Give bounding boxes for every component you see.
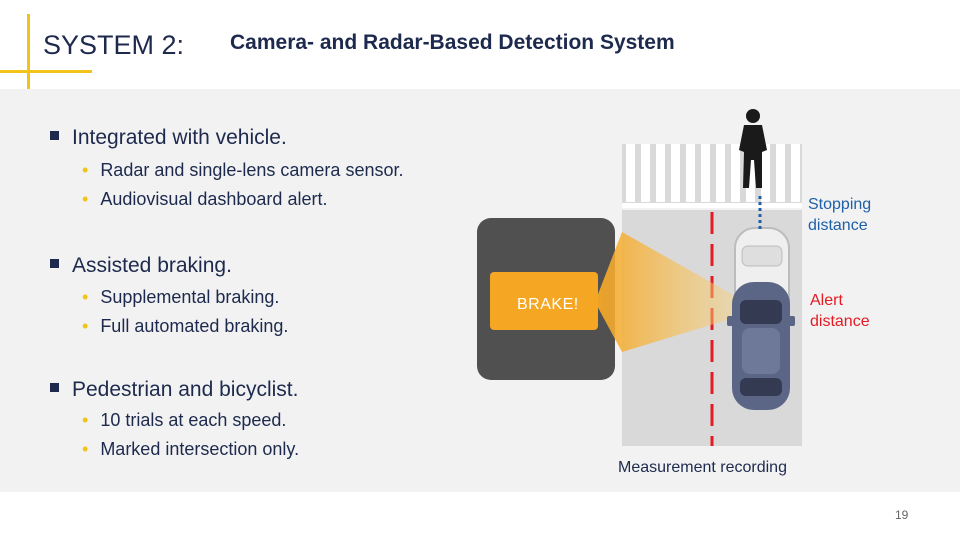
bullet-pedestrian-and-bicyclist: Pedestrian and bicyclist.: [50, 378, 298, 402]
label-line: distance: [808, 217, 868, 234]
square-bullet-icon: [50, 131, 59, 140]
sub-bullet-text: Full automated braking.: [100, 316, 289, 336]
measurement-recording-label: Measurement recording: [618, 459, 787, 476]
sub-bullet-text: Radar and single-lens camera sensor.: [100, 160, 404, 180]
sub-bullet-text: Supplemental braking.: [100, 287, 280, 307]
dot-bullet-icon: •: [82, 287, 89, 307]
page-number: 19: [895, 508, 909, 522]
bullet-text: Assisted braking.: [72, 254, 232, 277]
stopping-distance-label: Stopping distance: [808, 194, 871, 236]
vehicle-icon: [727, 282, 795, 410]
sub-bullet: • Radar and single-lens camera sensor.: [82, 160, 403, 181]
sub-bullet: • Audiovisual dashboard alert.: [82, 189, 327, 210]
sub-bullet-text: 10 trials at each speed.: [100, 410, 287, 430]
dot-bullet-icon: •: [82, 410, 89, 430]
label-line: Alert: [810, 292, 843, 309]
brake-alert-text: BRAKE!: [517, 296, 579, 313]
slide-title: SYSTEM 2:: [43, 30, 185, 60]
bullet-integrated-with-vehicle: Integrated with vehicle.: [50, 126, 287, 150]
sub-bullet: • Supplemental braking.: [82, 287, 279, 308]
brake-alert-box: [490, 272, 598, 330]
bullet-text: Pedestrian and bicyclist.: [72, 378, 299, 401]
bullet-text: Integrated with vehicle.: [72, 126, 287, 149]
label-line: distance: [810, 313, 870, 330]
sub-bullet-text: Marked intersection only.: [100, 439, 300, 459]
pedestrian-icon: [739, 109, 767, 188]
detection-diagram: [477, 109, 802, 446]
crosswalk: [622, 144, 802, 208]
accent-bar-vertical: [27, 14, 30, 100]
square-bullet-icon: [50, 383, 59, 392]
sub-bullet-text: Audiovisual dashboard alert.: [100, 189, 328, 209]
square-bullet-icon: [50, 259, 59, 268]
dot-bullet-icon: •: [82, 439, 89, 459]
dot-bullet-icon: •: [82, 189, 89, 209]
accent-bar-horizontal: [0, 70, 92, 73]
dot-bullet-icon: •: [82, 316, 89, 336]
sub-bullet: • 10 trials at each speed.: [82, 410, 286, 431]
sub-bullet: • Full automated braking.: [82, 316, 288, 337]
slide-subtitle: Camera- and Radar-Based Detection System: [230, 31, 675, 54]
alert-distance-label: Alert distance: [810, 290, 870, 332]
dot-bullet-icon: •: [82, 160, 89, 180]
sensor-beam: [595, 232, 760, 352]
bullet-assisted-braking: Assisted braking.: [50, 254, 232, 278]
sub-bullet: • Marked intersection only.: [82, 439, 299, 460]
label-line: Stopping: [808, 196, 872, 213]
